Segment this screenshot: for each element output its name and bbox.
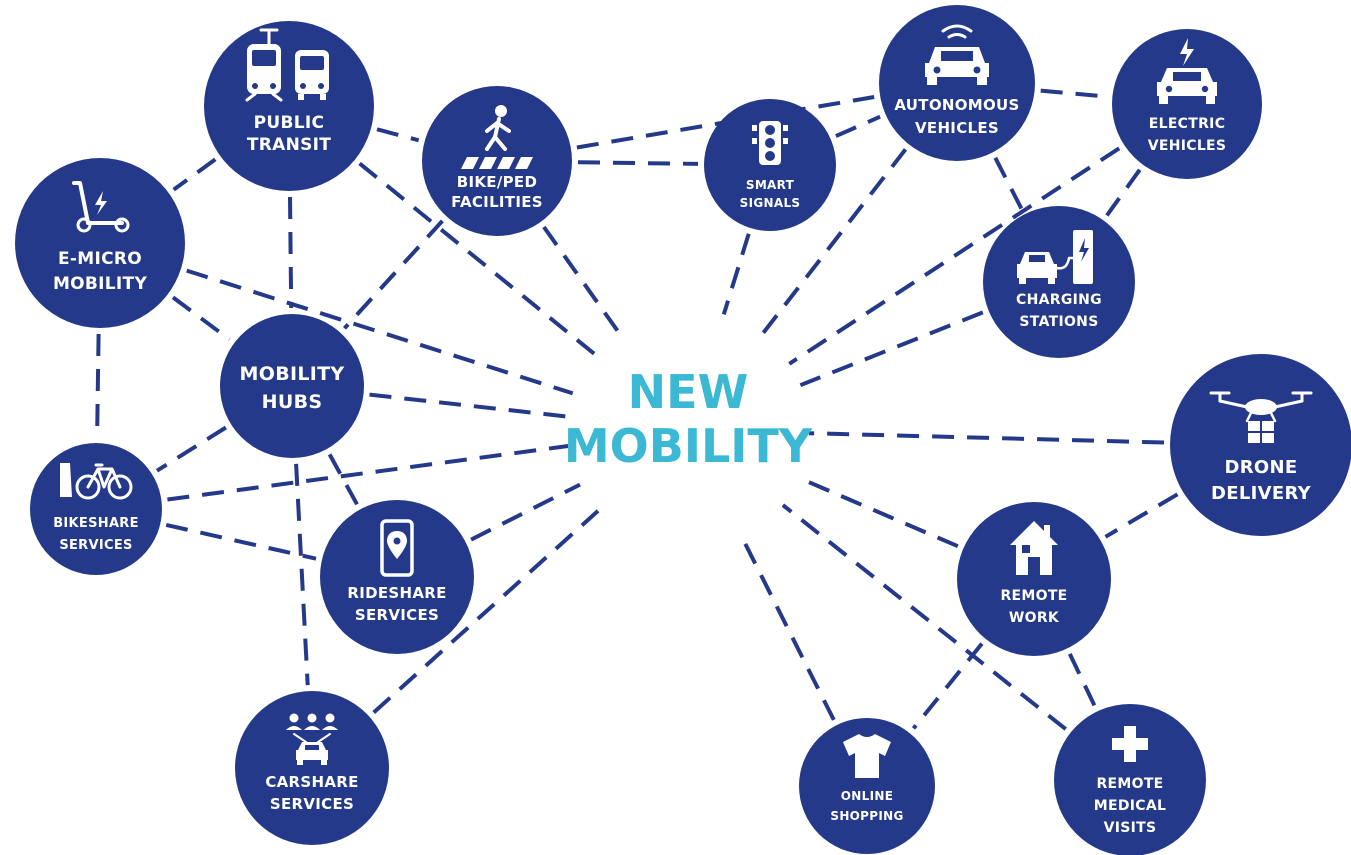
connection-online-shopping-center bbox=[740, 537, 836, 721]
connection-drone-remote-work bbox=[1104, 492, 1179, 539]
connection-bike-ped-center bbox=[542, 225, 620, 333]
node-label-line1: ONLINE bbox=[841, 789, 893, 803]
phone-location-icon bbox=[380, 519, 414, 577]
connection-autonomous-electric bbox=[1040, 88, 1107, 99]
node-label-line1: REMOTE bbox=[1000, 588, 1067, 604]
center-label-line1: NEW bbox=[628, 365, 749, 419]
node-label-line1: ELECTRIC bbox=[1149, 116, 1226, 132]
node-label-line2: MEDICAL bbox=[1094, 798, 1166, 814]
connection-bikeshare-rideshare bbox=[165, 522, 317, 561]
node-e-micro-mobility: E-MICRO MOBILITY bbox=[15, 158, 185, 328]
node-drone-delivery: DRONE DELIVERY bbox=[1170, 354, 1351, 536]
connection-remote-work-online-shopping bbox=[911, 642, 984, 730]
node-label-line2: VEHICLES bbox=[1148, 138, 1227, 154]
node-charging-stations: CHARGING STATIONS bbox=[983, 206, 1135, 358]
node-label-line1: REMOTE bbox=[1096, 776, 1163, 792]
center-label: NEW MOBILITY bbox=[564, 365, 813, 473]
connection-lines bbox=[95, 88, 1179, 731]
connection-charging-center bbox=[799, 310, 984, 388]
connection-bike-ped-smart-signals bbox=[577, 160, 699, 166]
connection-electric-charging bbox=[1105, 168, 1142, 217]
electric-car-icon bbox=[1157, 38, 1217, 104]
node-label-line1: AUTONOMOUS bbox=[894, 96, 1019, 114]
node-label-line1: SMART bbox=[746, 178, 795, 192]
drone-icon bbox=[1209, 391, 1313, 443]
node-label-line1: BIKE/PED bbox=[457, 173, 537, 191]
pedestrian-crossing-icon bbox=[461, 105, 533, 169]
connection-remote-medical-center bbox=[781, 503, 1067, 731]
node-label-line2: STATIONS bbox=[1019, 314, 1098, 330]
connection-autonomous-center bbox=[760, 148, 908, 336]
connection-autonomous-charging bbox=[993, 156, 1024, 210]
node-mobility-hubs: MOBILITY HUBS bbox=[220, 314, 364, 458]
node-bikeshare-services: BIKESHARE SERVICES bbox=[30, 443, 162, 575]
node-label-line2: SERVICES bbox=[355, 606, 439, 624]
node-label-line2: SERVICES bbox=[270, 795, 354, 813]
node-label-line2: HUBS bbox=[262, 391, 323, 413]
node-label-line2: VEHICLES bbox=[915, 119, 999, 137]
node-electric-vehicles: ELECTRIC VEHICLES bbox=[1112, 29, 1262, 179]
people-car-icon bbox=[286, 713, 338, 765]
connection-public-transit-e-micro bbox=[172, 157, 217, 192]
node-label-line2: FACILITIES bbox=[451, 193, 543, 211]
connection-mobility-hubs-rideshare bbox=[327, 453, 359, 506]
node-label-line1: PUBLIC bbox=[254, 113, 325, 133]
connected-car-icon bbox=[925, 24, 989, 85]
connection-public-transit-center bbox=[358, 161, 596, 356]
connection-bikeshare-center bbox=[167, 444, 569, 502]
node-label-line2: SIGNALS bbox=[740, 196, 801, 210]
connection-rideshare-center bbox=[470, 482, 581, 542]
connection-e-micro-mobility-hubs bbox=[171, 295, 231, 342]
node-label-line1: BIKESHARE bbox=[53, 516, 139, 531]
node-label-line2: SERVICES bbox=[59, 538, 132, 553]
node-label-line1: CHARGING bbox=[1016, 292, 1102, 308]
node-label-line1: MOBILITY bbox=[240, 363, 345, 385]
node-label-line2: SHOPPING bbox=[830, 809, 903, 823]
e-scooter-icon bbox=[72, 181, 130, 233]
center-label-line2: MOBILITY bbox=[564, 419, 813, 473]
tram-bus-icon bbox=[245, 28, 329, 102]
traffic-light-icon bbox=[752, 121, 788, 165]
node-rideshare-services: RIDESHARE SERVICES bbox=[320, 500, 474, 654]
node-remote-work: REMOTE WORK bbox=[957, 502, 1111, 656]
node-label-line1: E-MICRO bbox=[58, 249, 142, 269]
connection-public-transit-bike-ped bbox=[376, 127, 420, 143]
node-bike-ped-facilities: BIKE/PED FACILITIES bbox=[422, 86, 572, 236]
node-online-shopping: ONLINE SHOPPING bbox=[799, 718, 935, 854]
connection-bike-ped-mobility-hubs bbox=[343, 219, 444, 330]
connection-remote-work-remote-medical bbox=[1067, 653, 1097, 707]
node-label-line3: VISITS bbox=[1104, 820, 1157, 836]
node-label-line2: WORK bbox=[1009, 610, 1060, 626]
connection-smart-signals-center bbox=[721, 233, 751, 315]
connection-mobility-hubs-carshare bbox=[294, 463, 310, 686]
connection-mobility-hubs-center bbox=[369, 392, 568, 419]
node-label-line2: MOBILITY bbox=[53, 274, 148, 294]
node-label-line1: DRONE bbox=[1225, 457, 1298, 478]
connection-mobility-hubs-bikeshare bbox=[155, 425, 227, 473]
medical-cross-icon bbox=[1112, 726, 1148, 762]
connection-carshare-center bbox=[372, 509, 600, 714]
bicycle-icon bbox=[60, 463, 133, 500]
charging-station-icon bbox=[1017, 230, 1093, 284]
connection-electric-center bbox=[788, 146, 1121, 366]
node-label-line2: DELIVERY bbox=[1211, 483, 1312, 504]
node-remote-medical-visits: REMOTE MEDICAL VISITS bbox=[1054, 704, 1206, 855]
connection-drone-center bbox=[808, 431, 1165, 445]
node-carshare-services: CARSHARE SERVICES bbox=[235, 691, 389, 845]
shirt-icon bbox=[843, 734, 891, 778]
connection-public-transit-mobility-hubs bbox=[288, 196, 294, 309]
node-smart-signals: SMART SIGNALS bbox=[704, 99, 836, 231]
house-icon bbox=[1010, 521, 1058, 575]
connection-smart-signals-autonomous bbox=[835, 114, 881, 138]
node-label-line2: TRANSIT bbox=[247, 135, 331, 155]
node-label-line1: RIDESHARE bbox=[347, 584, 446, 602]
connection-remote-work-center bbox=[798, 476, 959, 549]
node-label-line1: CARSHARE bbox=[265, 773, 358, 791]
connection-e-micro-bikeshare bbox=[95, 333, 101, 438]
node-autonomous-vehicles: AUTONOMOUS VEHICLES bbox=[879, 5, 1035, 161]
node-public-transit: PUBLIC TRANSIT bbox=[204, 21, 374, 191]
